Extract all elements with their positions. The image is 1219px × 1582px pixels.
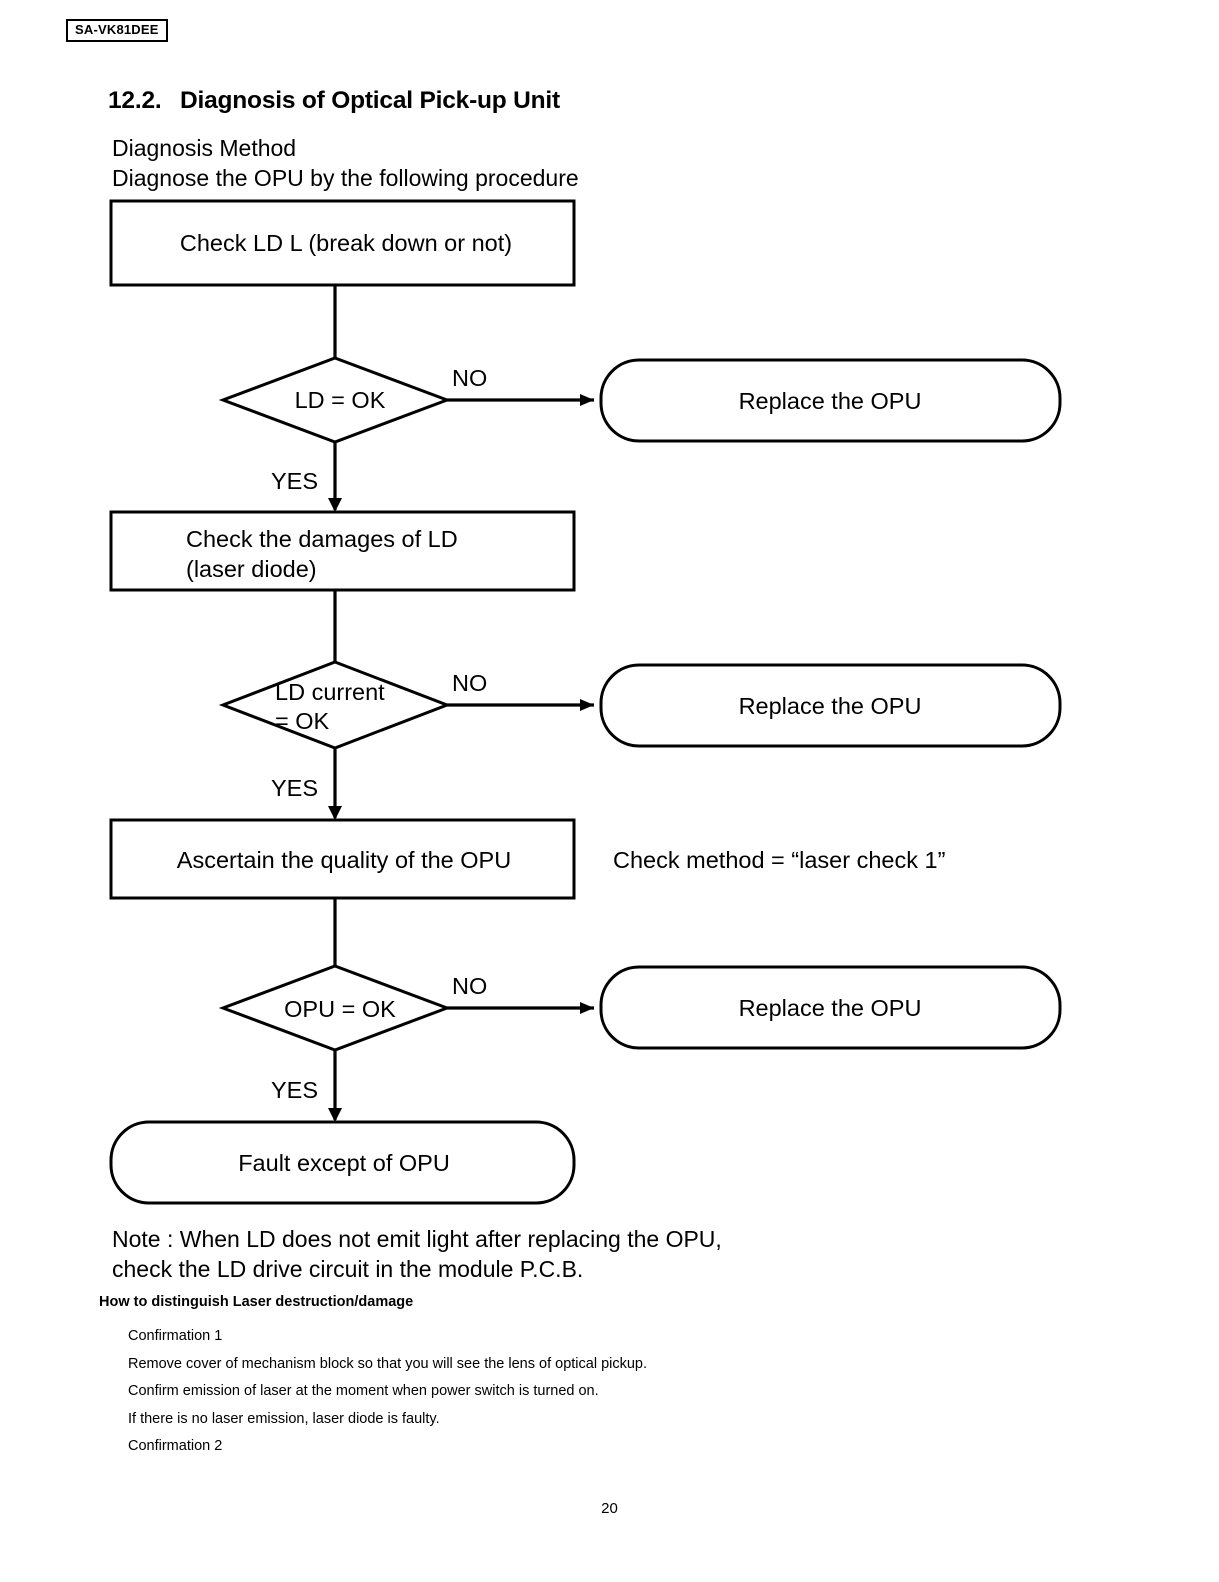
branch-label-no-3: NO <box>452 973 487 999</box>
process-box-check-ld-label: Check LD L (break down or not) <box>180 230 512 256</box>
list-item: Confirmation 2 <box>128 1438 223 1454</box>
decision-diamond-ld-current-ok-line-2: = OK <box>275 708 330 734</box>
terminator-replace-opu-2 <box>599 663 1062 748</box>
intro-line-1: Diagnosis Method <box>112 135 297 161</box>
page-number: 20 <box>601 1500 618 1517</box>
process-box-check-damages-line-2: (laser diode) <box>186 556 317 582</box>
intro-line-2: Diagnose the OPU by the following proced… <box>112 165 579 191</box>
decision-diamond-ld-ok-label: LD = OK <box>295 387 386 413</box>
decision-diamond-ld-current-ok-line-1: LD current <box>275 679 385 705</box>
terminator-replace-opu-3 <box>599 965 1062 1050</box>
page-title: 12.2. Diagnosis of Optical Pick-up Unit <box>108 87 560 115</box>
branch-label-yes-3: YES <box>271 1077 318 1103</box>
decision-diamond-opu-ok <box>218 964 452 1052</box>
howto-heading: How to distinguish Laser destruction/dam… <box>99 1294 414 1310</box>
arrowhead-no-2 <box>580 699 594 711</box>
list-item: Confirmation 1 <box>128 1328 223 1344</box>
section-title: Diagnosis of Optical Pick-up Unit <box>180 87 560 114</box>
terminator-replace-opu-1 <box>599 358 1062 443</box>
diagnosis-flowchart: Check LD L (break down or not) LD = OK N… <box>109 199 1062 1205</box>
process-box-check-damages <box>109 510 576 592</box>
model-number-tag: SA-VK81DEE <box>66 19 168 42</box>
note-line-1: Note : When LD does not emit light after… <box>112 1226 722 1252</box>
branch-label-yes-1: YES <box>271 468 318 494</box>
decision-diamond-ld-ok <box>218 356 452 444</box>
arrowhead-yes-1 <box>328 498 342 512</box>
side-note-check-method: Check method = “laser check 1” <box>613 847 945 873</box>
branch-label-yes-2: YES <box>271 775 318 801</box>
note-line-2: check the LD drive circuit in the module… <box>112 1256 584 1282</box>
terminator-replace-opu-3-label: Replace the OPU <box>739 995 922 1021</box>
confirmation-list: Confirmation 1 Remove cover of mechanism… <box>128 1323 647 1461</box>
branch-label-no-1: NO <box>452 365 487 391</box>
arrowhead-no-1 <box>580 394 594 406</box>
decision-diamond-opu-ok-label: OPU = OK <box>284 996 396 1022</box>
list-item: Confirm emission of laser at the moment … <box>128 1383 599 1399</box>
branch-label-no-2: NO <box>452 670 487 696</box>
list-item: If there is no laser emission, laser dio… <box>128 1410 440 1427</box>
arrowhead-yes-3 <box>328 1108 342 1122</box>
note-block: Note : When LD does not emit light after… <box>112 1224 722 1284</box>
process-box-check-ld <box>109 199 576 287</box>
list-item: Remove cover of mechanism block so that … <box>128 1355 648 1372</box>
arrowhead-yes-2 <box>328 806 342 820</box>
intro-text: Diagnosis Method Diagnose the OPU by the… <box>112 133 579 193</box>
process-box-ascertain-quality-label: Ascertain the quality of the OPU <box>177 847 511 873</box>
arrowhead-no-3 <box>580 1002 594 1014</box>
process-box-ascertain-quality <box>109 818 576 900</box>
terminator-fault-except-opu <box>109 1120 576 1205</box>
process-box-check-damages-line-1: Check the damages of LD <box>186 526 458 552</box>
terminator-fault-except-opu-label: Fault except of OPU <box>238 1150 450 1176</box>
terminator-replace-opu-2-label: Replace the OPU <box>739 693 922 719</box>
terminator-replace-opu-1-label: Replace the OPU <box>739 388 922 414</box>
section-number: 12.2. <box>108 87 162 114</box>
decision-diamond-ld-current-ok <box>218 660 452 750</box>
